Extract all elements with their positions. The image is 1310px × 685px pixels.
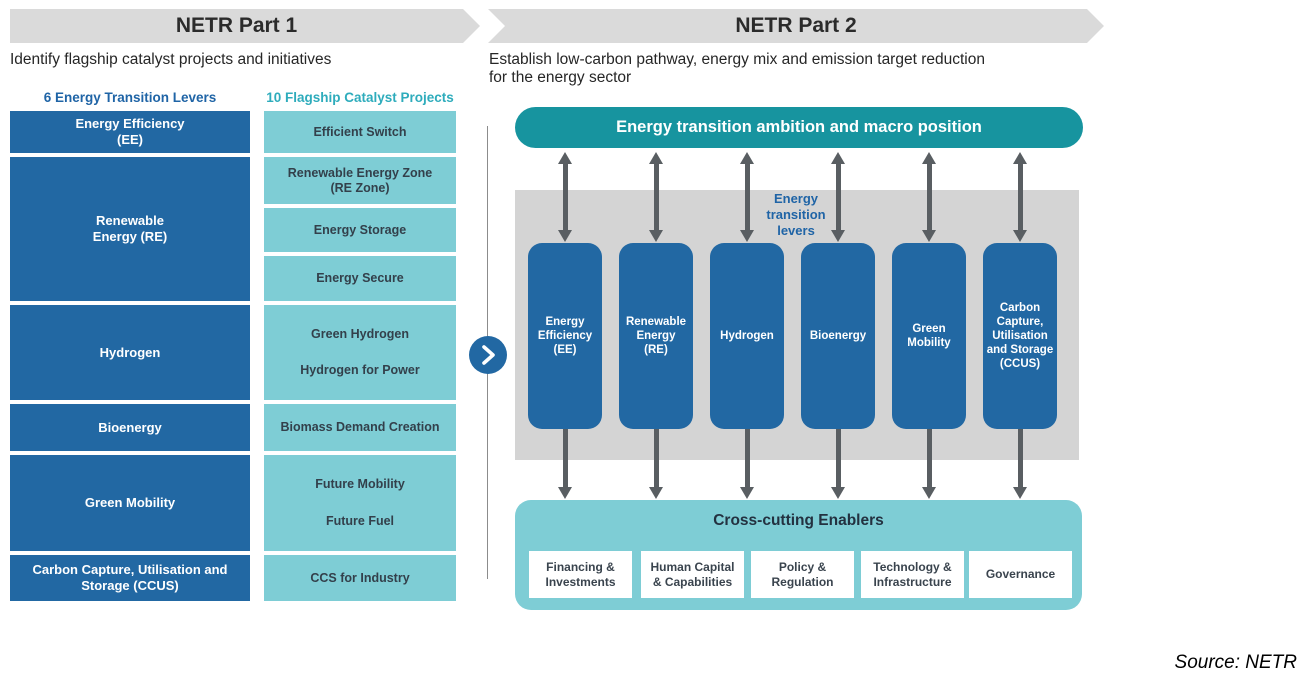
- ambition-pill-label: Energy transition ambition and macro pos…: [616, 118, 982, 136]
- netr-part2-banner-label: NETR Part 2: [735, 14, 857, 37]
- enablers-title: Cross-cutting Enablers: [713, 512, 884, 529]
- lever-label: Renewable Energy (RE): [92, 213, 168, 244]
- project-box-ccs-industry: CCS for Industry: [264, 555, 456, 601]
- project-box-energy-secure: Energy Secure: [264, 256, 456, 301]
- project-label: Future Mobility: [315, 477, 405, 491]
- lever-label: Energy Efficiency (EE): [75, 116, 185, 147]
- lever-label: Bioenergy: [98, 419, 162, 435]
- project-box-biomass-demand: Biomass Demand Creation: [264, 404, 456, 451]
- project-box-mobility-projects: Future Mobility Future Fuel: [264, 455, 456, 551]
- pillar-renewable-energy: Renewable Energy (RE): [619, 243, 693, 429]
- netr-part1-banner: NETR Part 1: [10, 9, 480, 43]
- project-box-re-zone: Renewable Energy Zone (RE Zone): [264, 157, 456, 204]
- pillar-label: Energy Efficiency (EE): [537, 316, 593, 356]
- double-arrow-icon: [921, 152, 936, 242]
- enabler-label: Financing & Investments: [545, 560, 616, 589]
- project-label: CCS for Industry: [310, 570, 410, 585]
- enabler-label: Policy & Regulation: [771, 560, 834, 589]
- pillar-label: Renewable Energy (RE): [625, 316, 687, 356]
- netr-part2-banner: NETR Part 2: [488, 9, 1104, 43]
- down-arrow-icon: [557, 429, 572, 499]
- enabler-technology: Technology & Infrastructure: [861, 551, 964, 598]
- lever-label: Hydrogen: [99, 344, 161, 360]
- levers-panel-label: Energy transition levers: [766, 191, 826, 238]
- lever-box-bioenergy: Bioenergy: [10, 404, 250, 451]
- down-arrow-icon: [1012, 429, 1027, 499]
- project-label: Energy Secure: [316, 271, 404, 285]
- project-box-efficient-switch: Efficient Switch: [264, 111, 456, 153]
- enabler-label: Governance: [985, 567, 1056, 582]
- ambition-pill: Energy transition ambition and macro pos…: [515, 107, 1083, 148]
- down-arrow-icon: [830, 429, 845, 499]
- enabler-governance: Governance: [969, 551, 1072, 598]
- part2-subtitle: Establish low-carbon pathway, energy mix…: [489, 51, 985, 86]
- double-arrow-icon: [830, 152, 845, 242]
- part1-subtitle: Identify flagship catalyst projects and …: [10, 51, 332, 68]
- lever-box-energy-efficiency: Energy Efficiency (EE): [10, 111, 250, 153]
- project-label: Hydrogen for Power: [300, 363, 420, 378]
- double-arrow-icon: [648, 152, 663, 242]
- pillar-green-mobility: Green Mobility: [892, 243, 966, 429]
- project-label: Renewable Energy Zone (RE Zone): [287, 165, 433, 195]
- pillar-ccus: Carbon Capture, Utilisation and Storage …: [983, 243, 1057, 429]
- down-arrow-icon: [921, 429, 936, 499]
- enabler-human-capital: Human Capital & Capabilities: [641, 551, 744, 598]
- source-note: Source: NETR: [1174, 652, 1297, 673]
- pillar-label: Bioenergy: [809, 330, 867, 342]
- project-box-energy-storage: Energy Storage: [264, 208, 456, 252]
- project-box-hydrogen-projects: Green Hydrogen Hydrogen for Power: [264, 305, 456, 400]
- levers-column-heading: 6 Energy Transition Levers: [43, 90, 217, 105]
- netr-part1-banner-label: NETR Part 1: [175, 14, 298, 37]
- project-label: Future Fuel: [325, 514, 395, 528]
- enabler-policy: Policy & Regulation: [751, 551, 854, 598]
- lever-box-renewable-energy: Renewable Energy (RE): [10, 157, 250, 301]
- double-arrow-icon: [1012, 152, 1027, 242]
- chevron-right-icon: [469, 336, 507, 374]
- lever-box-green-mobility: Green Mobility: [10, 455, 250, 551]
- double-arrow-icon: [739, 152, 754, 242]
- lever-box-hydrogen: Hydrogen: [10, 305, 250, 400]
- lever-label: Green Mobility: [84, 495, 176, 510]
- projects-column-heading: 10 Flagship Catalyst Projects: [266, 90, 454, 105]
- lever-box-ccus: Carbon Capture, Utilisation and Storage …: [10, 555, 250, 601]
- pillar-bioenergy: Bioenergy: [801, 243, 875, 429]
- down-arrow-icon: [739, 429, 754, 499]
- pillar-hydrogen: Hydrogen: [710, 243, 784, 429]
- enabler-label: Human Capital & Capabilities: [650, 560, 735, 589]
- lever-label: Carbon Capture, Utilisation and Storage …: [32, 562, 228, 593]
- project-label: Biomass Demand Creation: [280, 420, 440, 434]
- down-arrow-icon: [648, 429, 663, 499]
- project-label: Efficient Switch: [313, 124, 407, 139]
- pillar-label: Carbon Capture, Utilisation and Storage …: [986, 302, 1054, 370]
- pillar-label: Hydrogen: [720, 330, 774, 342]
- project-label: Green Hydrogen: [311, 326, 409, 341]
- project-label: Energy Storage: [313, 222, 407, 237]
- enabler-label: Technology & Infrastructure: [873, 560, 952, 589]
- enabler-financing: Financing & Investments: [529, 551, 632, 598]
- double-arrow-icon: [557, 152, 572, 242]
- pillar-energy-efficiency: Energy Efficiency (EE): [528, 243, 602, 429]
- pillar-label: Green Mobility: [907, 323, 951, 349]
